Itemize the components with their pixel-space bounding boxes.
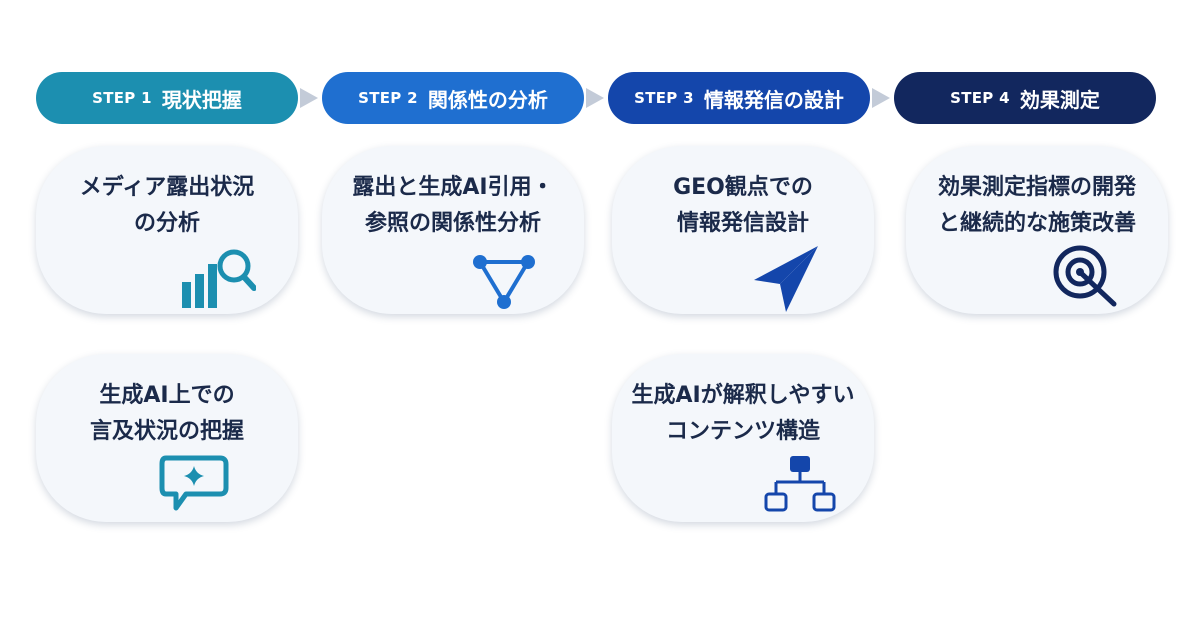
step-3-label: STEP 3 — [634, 89, 694, 107]
card-line: 効果測定指標の開発 — [937, 175, 1136, 200]
step-2-pill: STEP 2 関係性の分析 — [322, 72, 584, 124]
card-media-exposure: メディア露出状況 の分析 — [36, 146, 298, 314]
step-3-title: 情報発信の設計 — [703, 87, 844, 112]
card-effect-measurement: 効果測定指標の開発 と継続的な施策改善 — [906, 146, 1168, 314]
card-ai-content-structure: 生成AIが解釈しやすい コンテンツ構造 — [612, 354, 874, 522]
card-geo-design: GEO観点での 情報発信設計 — [612, 146, 874, 314]
card-effect-measurement-text: 効果測定指標の開発 と継続的な施策改善 — [916, 170, 1158, 242]
card-relationship-analysis-text: 露出と生成AI引用・ 参照の関係性分析 — [332, 170, 574, 242]
card-line: 生成AIが解釈しやすい — [631, 383, 855, 408]
card-line: 言及状況の把握 — [89, 419, 244, 444]
step-1-pill: STEP 1 現状把握 — [36, 72, 298, 124]
card-ai-mentions: 生成AI上での 言及状況の把握 — [36, 354, 298, 522]
target-icon — [1053, 245, 1117, 307]
step-2-label: STEP 2 — [358, 89, 418, 107]
card-line: と継続的な施策改善 — [937, 211, 1136, 236]
step-4-title: 効果測定 — [1019, 87, 1100, 112]
card-media-exposure-text: メディア露出状況 の分析 — [46, 170, 288, 242]
sparkle-chat-icon — [159, 455, 229, 511]
card-line: 参照の関係性分析 — [364, 211, 541, 236]
network-triangle-icon — [473, 255, 535, 309]
paper-plane-icon — [754, 246, 818, 312]
step-arrow-1 — [300, 88, 318, 108]
card-line: の分析 — [133, 211, 200, 236]
step-1-label: STEP 1 — [92, 89, 152, 107]
card-line: メディア露出状況 — [79, 175, 255, 200]
card-line: 情報発信設計 — [676, 211, 809, 236]
card-line: GEO観点での — [673, 175, 813, 200]
bar-chart-magnifier-icon — [182, 249, 256, 308]
card-ai-content-structure-text: 生成AIが解釈しやすい コンテンツ構造 — [622, 378, 864, 450]
step-arrow-3 — [872, 88, 890, 108]
step-4-pill: STEP 4 効果測定 — [894, 72, 1156, 124]
card-line: コンテンツ構造 — [665, 419, 820, 444]
card-ai-mentions-text: 生成AI上での 言及状況の把握 — [46, 378, 288, 450]
card-geo-design-text: GEO観点での 情報発信設計 — [622, 170, 864, 242]
card-line: 生成AI上での — [99, 383, 235, 408]
step-arrow-2 — [586, 88, 604, 108]
step-2-title: 関係性の分析 — [427, 87, 548, 112]
hierarchy-icon — [764, 456, 836, 512]
card-relationship-analysis: 露出と生成AI引用・ 参照の関係性分析 — [322, 146, 584, 314]
step-3-pill: STEP 3 情報発信の設計 — [608, 72, 870, 124]
step-1-title: 現状把握 — [161, 87, 242, 112]
step-4-label: STEP 4 — [950, 89, 1010, 107]
card-line: 露出と生成AI引用・ — [352, 175, 554, 200]
